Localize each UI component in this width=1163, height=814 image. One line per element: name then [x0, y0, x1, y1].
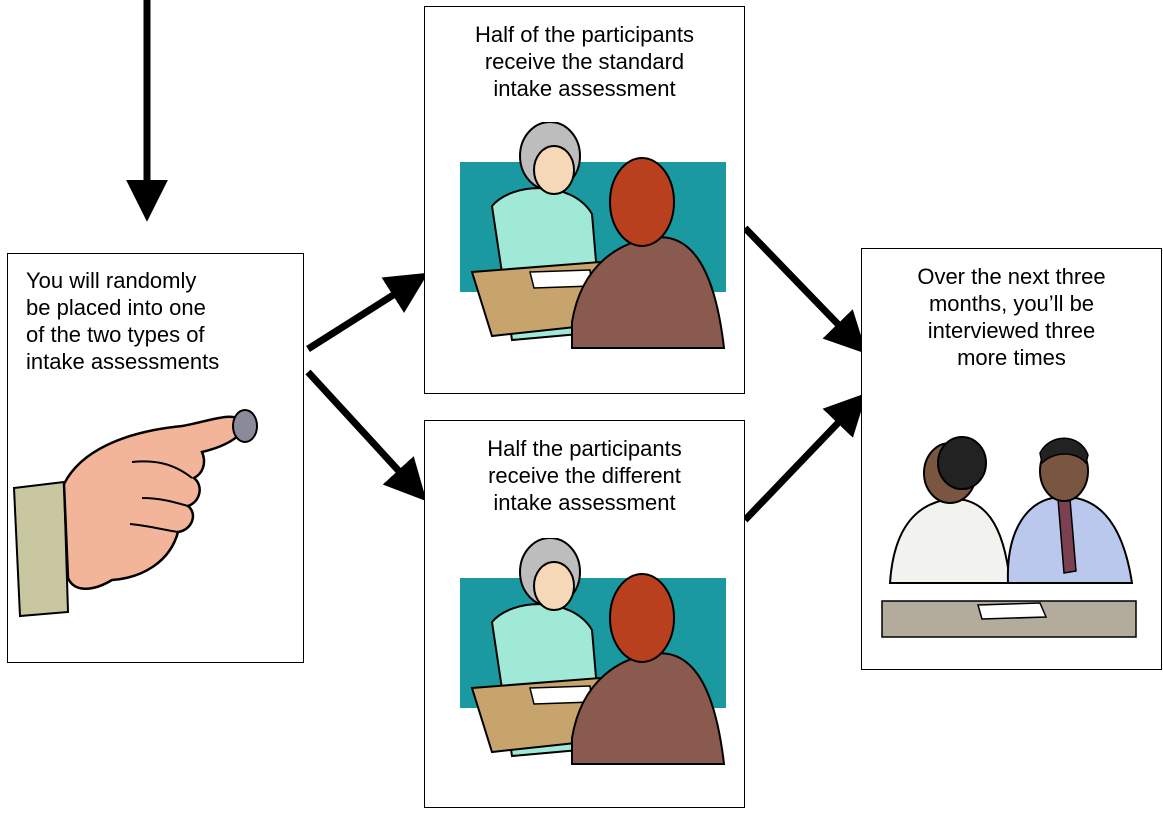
- different-text: Half the participants receive the differ…: [487, 436, 682, 515]
- two-people-meeting-icon: [881, 436, 1137, 638]
- arrow-different-to-followup: [742, 392, 867, 523]
- followup-box: Over the next three months, you’ll be in…: [861, 248, 1162, 670]
- interview-scene-icon: [460, 122, 726, 349]
- standard-box: Half of the participants receive the sta…: [424, 6, 745, 394]
- arrow-standard-to-followup: [742, 225, 867, 355]
- standard-text: Half of the participants receive the sta…: [475, 22, 694, 101]
- hand-flipping-coin-icon: [12, 409, 258, 618]
- start-text: You will randomly be placed into one of …: [26, 268, 220, 374]
- followup-text: Over the next three months, you’ll be in…: [917, 264, 1106, 370]
- start-box: You will randomly be placed into one of …: [7, 253, 304, 663]
- arrow-start-to-standard: [306, 272, 429, 352]
- interview-scene-icon: [460, 538, 726, 765]
- arrow-start-to-different: [305, 369, 427, 502]
- different-box: Half the participants receive the differ…: [424, 420, 745, 808]
